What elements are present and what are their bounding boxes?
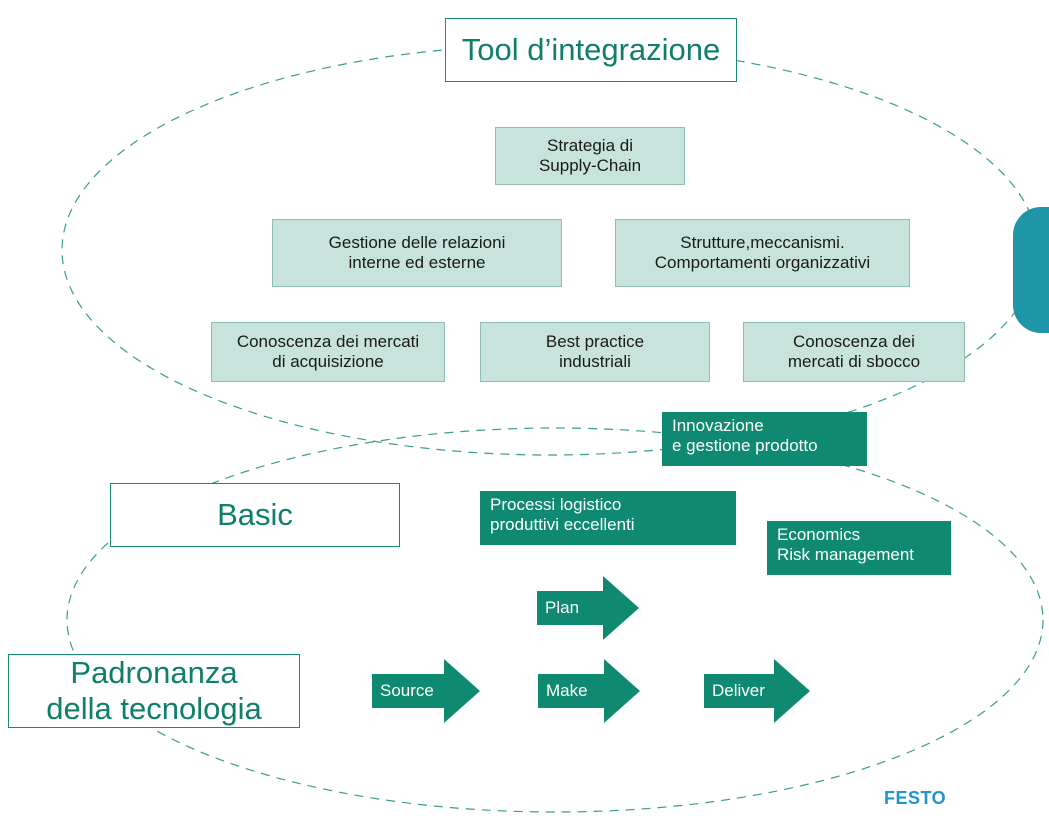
tool-integrazione-title: Tool d’integrazione [445, 18, 737, 82]
innovazione-box: Innovazione e gestione prodotto [662, 412, 867, 466]
conoscenza-acquisizione-box: Conoscenza dei mercati di acquisizione [211, 322, 445, 382]
gestione-relazioni-box: Gestione delle relazioni interne ed este… [272, 219, 562, 287]
source-arrow: Source [372, 659, 480, 723]
festo-logo: FESTO [884, 788, 947, 808]
make-label: Make [538, 674, 606, 708]
basic-title: Basic [110, 483, 400, 547]
economics-box: Economics Risk management [767, 521, 951, 575]
make-arrow-head [604, 659, 640, 723]
plan-label: Plan [537, 591, 605, 625]
make-arrow: Make [538, 659, 640, 723]
deliver-label: Deliver [704, 674, 776, 708]
strutture-box: Strutture,meccanismi. Comportamenti orga… [615, 219, 910, 287]
lower-ellipse [66, 427, 1044, 813]
best-practice-box: Best practice industriali [480, 322, 710, 382]
side-tab [1013, 207, 1049, 333]
strategia-box: Strategia di Supply-Chain [495, 127, 685, 185]
plan-arrow: Plan [537, 576, 639, 640]
source-arrow-head [444, 659, 480, 723]
deliver-arrow: Deliver [704, 659, 810, 723]
conoscenza-sbocco-box: Conoscenza dei mercati di sbocco [743, 322, 965, 382]
processi-box: Processi logistico produttivi eccellenti [480, 491, 736, 545]
source-label: Source [372, 674, 446, 708]
deliver-arrow-head [774, 659, 810, 723]
padronanza-title: Padronanza della tecnologia [8, 654, 300, 728]
plan-arrow-head [603, 576, 639, 640]
